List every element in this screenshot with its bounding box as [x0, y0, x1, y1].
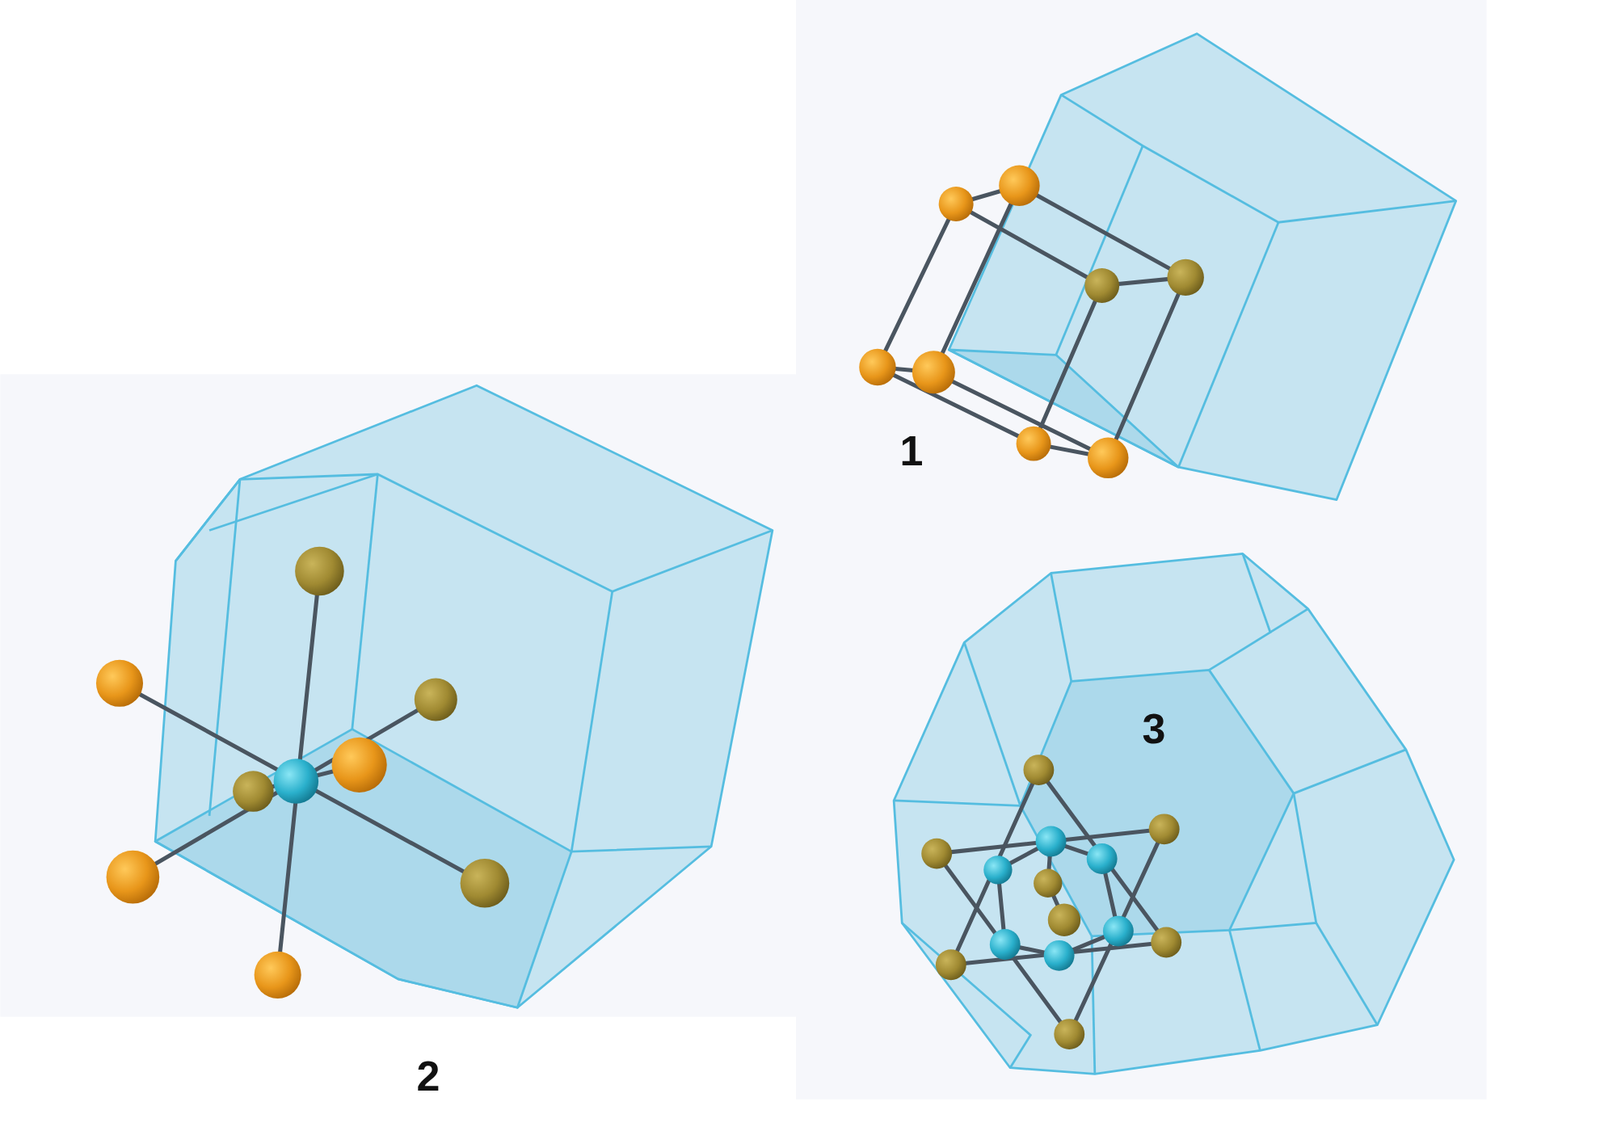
panel-ground: [0, 374, 796, 1017]
panel-ground: [795, 0, 1487, 1100]
truncated-prism-cell: [155, 385, 773, 1008]
star-cluster: [921, 754, 1182, 1050]
prism-cell: [948, 33, 1456, 501]
callout-number: 2: [416, 1055, 441, 1098]
callout-number: 3: [1142, 707, 1167, 750]
callout-number: 1: [900, 429, 924, 472]
octahedral-site: [96, 547, 510, 999]
cubic-lattice: [858, 165, 1205, 480]
truncated-octahedron-cell: [893, 553, 1454, 1074]
